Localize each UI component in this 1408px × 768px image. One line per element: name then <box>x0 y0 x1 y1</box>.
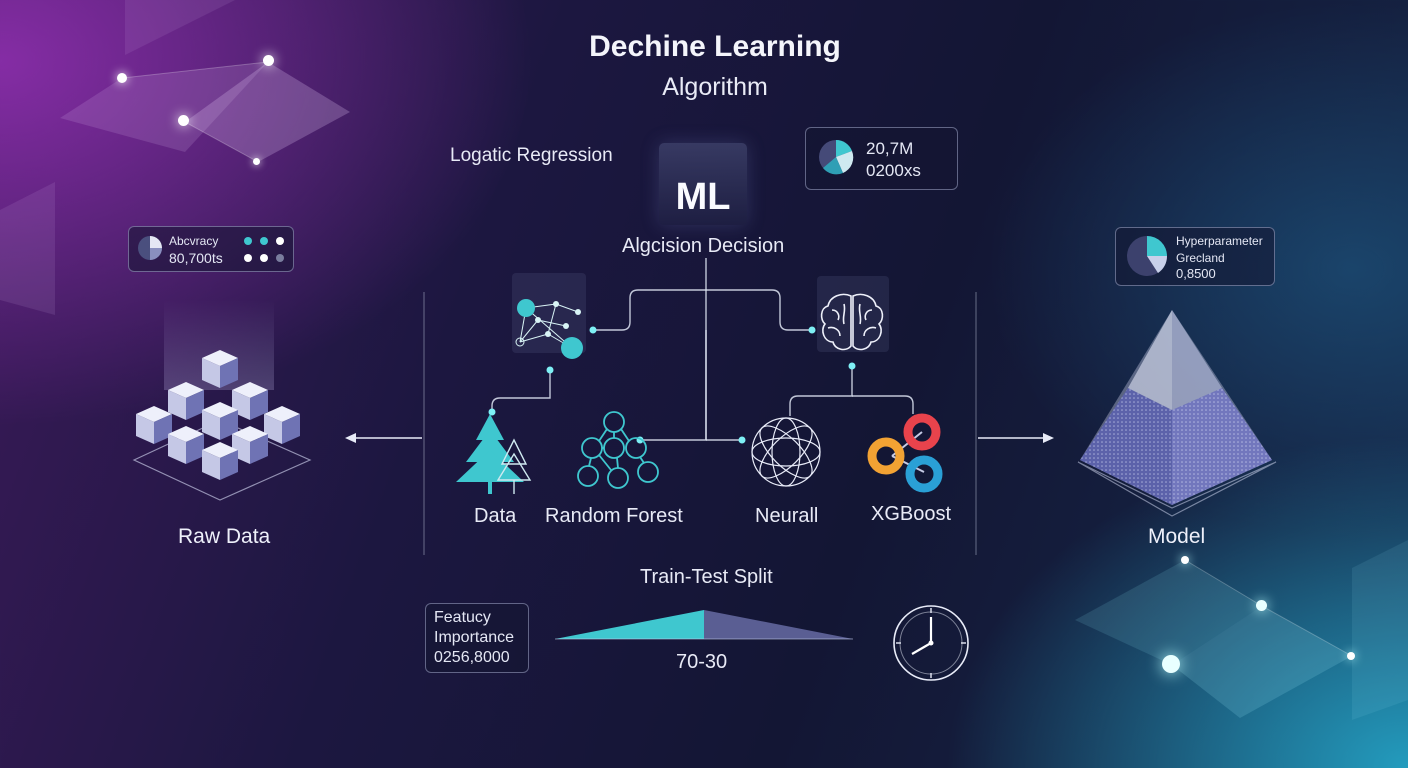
pie-chart-icon <box>1127 236 1168 276</box>
metric-line-2: 0200xs <box>866 161 921 180</box>
indicator-dot <box>260 254 268 262</box>
model-label: Model <box>1148 525 1206 548</box>
indicator-dot <box>260 237 268 245</box>
hyperparameter-line-3: 0,8500 <box>1176 266 1216 281</box>
tree-icon <box>456 414 532 494</box>
indicator-dot <box>244 237 252 245</box>
glow-dot <box>117 73 127 83</box>
arrow-left-icon <box>345 433 422 443</box>
cube-stack-icon <box>132 300 312 501</box>
algorithm-label-xgboost: XGBoost <box>871 503 952 525</box>
feature-line-1: Featucy <box>434 609 491 626</box>
split-ratio-label: 70-30 <box>676 651 728 673</box>
xgboost-rings-icon <box>867 413 943 493</box>
algorithm-label-random-forest: Random Forest <box>545 505 683 527</box>
glow-dot <box>263 55 274 66</box>
network-graph-icon <box>577 411 659 489</box>
accuracy-line-2: 80,700ts <box>169 250 223 266</box>
brain-icon <box>820 293 884 351</box>
logistic-regression-label: Logatic Regression <box>450 145 613 166</box>
accuracy-card: Abcvracy 80,700ts <box>128 226 294 272</box>
hyperparameter-line-1: Hyperparameter <box>1176 234 1263 248</box>
algorithm-label-neural: Neurall <box>755 505 819 527</box>
arrow-right-icon <box>978 433 1054 443</box>
page-title: Dechine Learning <box>589 30 841 63</box>
glow-dot <box>1347 652 1355 660</box>
ml-box <box>659 143 747 225</box>
split-chart <box>555 610 853 640</box>
glow-dot <box>1181 556 1189 564</box>
train-test-split-label: Train-Test Split <box>640 566 773 588</box>
glow-dot <box>1256 600 1267 611</box>
test-wedge <box>704 610 853 639</box>
feature-importance-card: Featucy Importance 0256,8000 <box>425 603 529 673</box>
ml-label: ML <box>675 176 731 218</box>
clock-icon <box>893 605 969 681</box>
decision-label: Algcision Decision <box>622 235 785 257</box>
feature-line-3: 0256,8000 <box>434 649 510 666</box>
top-left-polygons <box>0 0 350 315</box>
accuracy-line-1: Abcvracy <box>169 234 219 248</box>
glow-dot <box>253 158 260 165</box>
indicator-dot <box>276 254 284 262</box>
train-wedge <box>555 610 704 639</box>
page-subtitle: Algorithm <box>662 73 768 101</box>
pyramid-icon <box>1077 310 1277 517</box>
glow-dot <box>1162 655 1180 673</box>
bottom-right-polygons <box>1075 540 1408 720</box>
algorithm-label-data: Data <box>474 505 517 527</box>
hyperparameter-card: Hyperparameter Grecland 0,8500 <box>1115 227 1275 286</box>
feature-line-2: Importance <box>434 629 515 646</box>
indicator-dot <box>276 237 284 245</box>
neural-sphere-icon <box>751 417 821 487</box>
raw-data-label: Raw Data <box>178 525 271 548</box>
hyperparameter-line-2: Grecland <box>1176 251 1225 265</box>
node-graph-icon <box>515 299 583 359</box>
metric-card: 20,7M 0200xs <box>805 127 958 190</box>
metric-line-1: 20,7M <box>866 139 914 158</box>
pie-chart-icon <box>819 139 854 175</box>
pie-chart-icon <box>138 236 162 260</box>
glow-dot <box>178 115 189 126</box>
indicator-dot <box>244 254 252 262</box>
